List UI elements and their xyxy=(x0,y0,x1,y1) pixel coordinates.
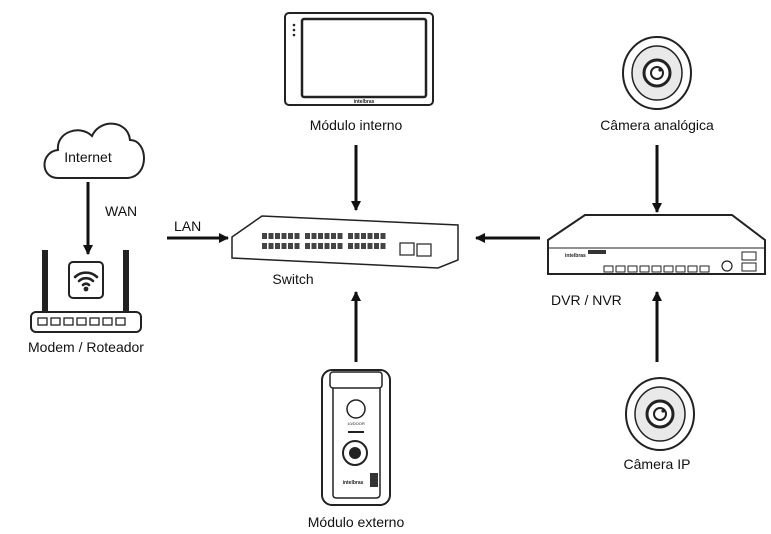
dvr-nvr-label: DVR / NVR xyxy=(551,292,622,308)
switch-port xyxy=(281,243,287,249)
dvr-brand: intelbras xyxy=(565,253,586,259)
internet-cloud-icon: Internet xyxy=(43,122,145,179)
switch-port xyxy=(331,243,336,249)
switch-port xyxy=(305,243,310,249)
switch-port xyxy=(348,243,353,249)
switch-port xyxy=(337,243,343,249)
switch-icon xyxy=(231,215,459,269)
internal-module-monitor-icon: intelbras xyxy=(284,12,434,106)
switch-port xyxy=(331,233,336,239)
wifi-icon xyxy=(73,271,99,287)
ip-camera-label: Câmera IP xyxy=(623,456,691,472)
switch-port xyxy=(380,243,386,249)
internal-module-brand: intelbras xyxy=(354,99,375,105)
external-module-doorstation-icon: 10/DOOR intelbras xyxy=(321,369,391,506)
switch-port xyxy=(361,233,366,239)
switch-port xyxy=(311,243,317,249)
dvr-nvr-icon: intelbras xyxy=(547,214,766,275)
switch-port xyxy=(367,233,373,239)
external-module-brand: intelbras xyxy=(343,480,364,486)
switch-port xyxy=(262,243,267,249)
router-icon xyxy=(30,250,142,333)
lan-label: LAN xyxy=(174,218,202,234)
switch-port xyxy=(348,233,353,239)
switch-port xyxy=(354,233,360,239)
switch-port xyxy=(354,243,360,249)
switch-port xyxy=(268,233,274,239)
internet-label: Internet xyxy=(64,149,112,165)
internal-module-label: Módulo interno xyxy=(309,117,403,133)
ip-camera-icon xyxy=(625,377,695,451)
switch-port xyxy=(380,233,386,239)
wan-label: WAN xyxy=(105,203,138,219)
switch-port xyxy=(281,233,287,239)
switch-port xyxy=(275,243,280,249)
analog-camera-icon xyxy=(622,36,692,110)
switch-port xyxy=(311,233,317,239)
switch-port xyxy=(288,243,293,249)
analog-camera-label: Câmera analógica xyxy=(600,117,714,133)
external-module-button-label: 10/DOOR xyxy=(347,421,365,426)
switch-port xyxy=(318,243,323,249)
switch-label: Switch xyxy=(272,271,314,287)
switch-port xyxy=(367,243,373,249)
switch-port xyxy=(324,233,330,239)
switch-port xyxy=(324,243,330,249)
router-label: Modem / Roteador xyxy=(28,339,144,355)
switch-port xyxy=(318,233,323,239)
switch-port xyxy=(361,243,366,249)
switch-port xyxy=(294,243,300,249)
switch-port xyxy=(275,233,280,239)
switch-port xyxy=(262,233,267,239)
switch-port xyxy=(288,233,293,239)
switch-port xyxy=(374,243,379,249)
switch-port xyxy=(374,233,379,239)
external-module-label: Módulo externo xyxy=(307,514,405,530)
switch-port xyxy=(294,233,300,239)
switch-port xyxy=(305,233,310,239)
switch-port xyxy=(337,233,343,239)
switch-port xyxy=(268,243,274,249)
